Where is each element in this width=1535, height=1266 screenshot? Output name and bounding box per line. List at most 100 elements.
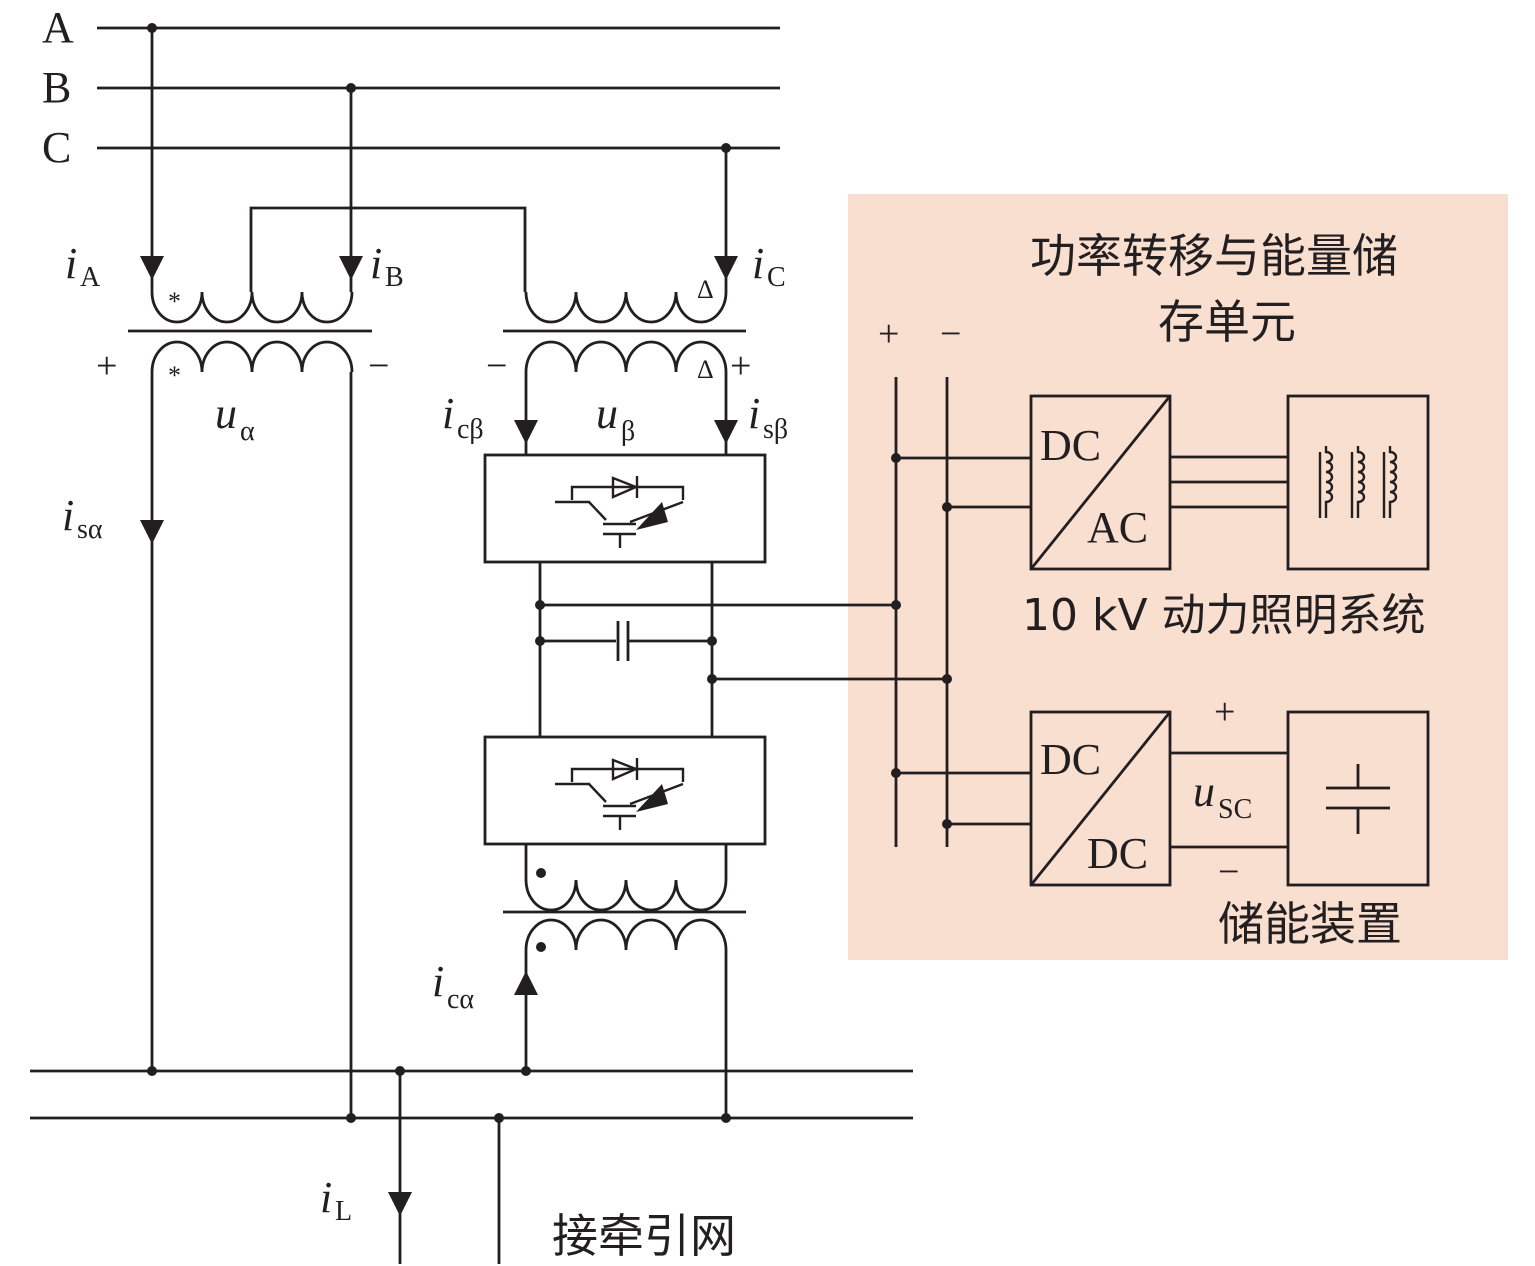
svg-text:i: i bbox=[65, 239, 77, 288]
dcdc-top-label: DC bbox=[1040, 735, 1101, 784]
svg-text:u: u bbox=[596, 389, 618, 438]
power-transfer-storage-unit-panel bbox=[848, 194, 1508, 960]
lighting-load-box bbox=[1286, 394, 1430, 571]
svg-text:cα: cα bbox=[447, 984, 474, 1015]
svg-text:β: β bbox=[621, 416, 635, 447]
output-transformer bbox=[503, 868, 746, 952]
dcdc-converter: DC DC bbox=[1029, 710, 1172, 887]
isa-label: i sα bbox=[62, 491, 103, 545]
ia-label: i A bbox=[65, 239, 101, 293]
beta-minus: − bbox=[486, 345, 507, 387]
alpha-minus: − bbox=[368, 345, 389, 387]
junction-dot bbox=[891, 600, 901, 610]
svg-text:C: C bbox=[767, 262, 786, 293]
polarity-dot bbox=[536, 942, 546, 952]
svg-text:L: L bbox=[335, 1196, 352, 1227]
isa-arrow bbox=[140, 520, 164, 544]
ib-arrow bbox=[339, 256, 363, 280]
dcac-converter: DC AC bbox=[1029, 394, 1172, 571]
alpha-transformer: * * + − u α bbox=[96, 287, 389, 447]
icb-arrow bbox=[514, 420, 538, 444]
alpha-primary-star: * bbox=[168, 287, 181, 316]
il-arrow bbox=[388, 1192, 412, 1216]
three-phase-bus: A B C bbox=[42, 3, 780, 172]
inductor-coils-icon bbox=[1318, 446, 1398, 518]
svg-text:i: i bbox=[370, 239, 382, 288]
output-upper-winding bbox=[524, 879, 728, 912]
igbt-symbol-icon bbox=[555, 476, 685, 548]
isb-arrow bbox=[714, 420, 738, 444]
svg-text:sα: sα bbox=[77, 514, 103, 545]
junction-dot bbox=[346, 1113, 356, 1123]
unit-title-line-1: 功率转移与能量储 bbox=[1030, 229, 1398, 283]
beta-secondary-winding bbox=[524, 340, 728, 373]
dcac-diagonal bbox=[1029, 395, 1172, 570]
alpha-secondary-winding bbox=[150, 340, 354, 373]
svg-text:B: B bbox=[385, 262, 404, 293]
ic-label: i C bbox=[752, 239, 786, 293]
il-label: i L bbox=[320, 1173, 352, 1227]
unit-title-line-2: 存单元 bbox=[1158, 295, 1296, 349]
beta-transformer: Δ Δ − + u β bbox=[486, 275, 751, 447]
junction-dot bbox=[521, 1066, 531, 1076]
svg-text:sβ: sβ bbox=[763, 414, 788, 445]
igbt-symbol-icon bbox=[555, 758, 685, 830]
alpha-plus: + bbox=[96, 345, 117, 387]
svg-text:α: α bbox=[240, 416, 255, 447]
usc-label: u SC bbox=[1193, 767, 1252, 825]
svg-text:A: A bbox=[80, 262, 101, 293]
capacitor-icon bbox=[1326, 764, 1390, 834]
phase-b-label: B bbox=[42, 63, 71, 112]
energy-storage-device bbox=[1286, 710, 1430, 887]
junction-dot bbox=[535, 636, 545, 646]
beta-secondary-delta: Δ bbox=[697, 355, 714, 384]
dc-bus-minus: − bbox=[940, 313, 961, 355]
lighting-system-label: 10 kV 动力照明系统 bbox=[1022, 590, 1426, 641]
ic-arrow bbox=[714, 256, 738, 280]
beta-plus: + bbox=[730, 345, 751, 387]
usc-plus: + bbox=[1214, 691, 1235, 733]
ica-label: i cα bbox=[432, 957, 474, 1015]
junction-dot bbox=[721, 1113, 731, 1123]
top-converter-box bbox=[483, 453, 767, 564]
junction-dot bbox=[707, 636, 717, 646]
lighting-load bbox=[1286, 394, 1430, 571]
primary-interconnect bbox=[249, 206, 527, 292]
dcdc-diagonal bbox=[1029, 711, 1172, 886]
dcdc-converter-box bbox=[1029, 710, 1172, 887]
dc-bus-plus: + bbox=[878, 313, 899, 355]
ua-label: u α bbox=[215, 389, 255, 447]
ib-label: i B bbox=[370, 239, 404, 293]
svg-text:i: i bbox=[442, 389, 454, 438]
ub-label: u β bbox=[596, 389, 635, 447]
beta-primary-delta: Δ bbox=[697, 275, 714, 304]
storage-device-box bbox=[1286, 710, 1430, 887]
dcac-top-label: DC bbox=[1040, 421, 1101, 470]
junction-dot bbox=[147, 1066, 157, 1076]
svg-text:i: i bbox=[432, 957, 444, 1006]
dcdc-bottom-label: DC bbox=[1087, 829, 1148, 878]
ica-arrow bbox=[514, 971, 538, 995]
junction-dot bbox=[942, 674, 952, 684]
polarity-dot bbox=[536, 868, 546, 878]
icb-label: i cβ bbox=[442, 389, 484, 445]
svg-text:i: i bbox=[748, 389, 760, 438]
top-converter bbox=[483, 453, 767, 564]
junction-dot bbox=[942, 502, 952, 512]
junction-dot bbox=[535, 600, 545, 610]
svg-text:u: u bbox=[1193, 767, 1215, 816]
phase-c-label: C bbox=[42, 123, 71, 172]
alpha-primary-winding bbox=[150, 291, 354, 324]
output-lower-winding bbox=[524, 918, 728, 951]
usc-minus: − bbox=[1218, 851, 1239, 893]
beta-primary-winding bbox=[524, 291, 728, 324]
bottom-converter-box bbox=[483, 735, 767, 846]
svg-text:u: u bbox=[215, 389, 237, 438]
traction-network-label: 接牵引网 bbox=[552, 1209, 736, 1263]
svg-text:SC: SC bbox=[1218, 794, 1252, 825]
junction-dot bbox=[942, 819, 952, 829]
junction-dot bbox=[707, 674, 717, 684]
alpha-secondary-star: * bbox=[168, 361, 181, 390]
phase-a-label: A bbox=[42, 3, 74, 52]
